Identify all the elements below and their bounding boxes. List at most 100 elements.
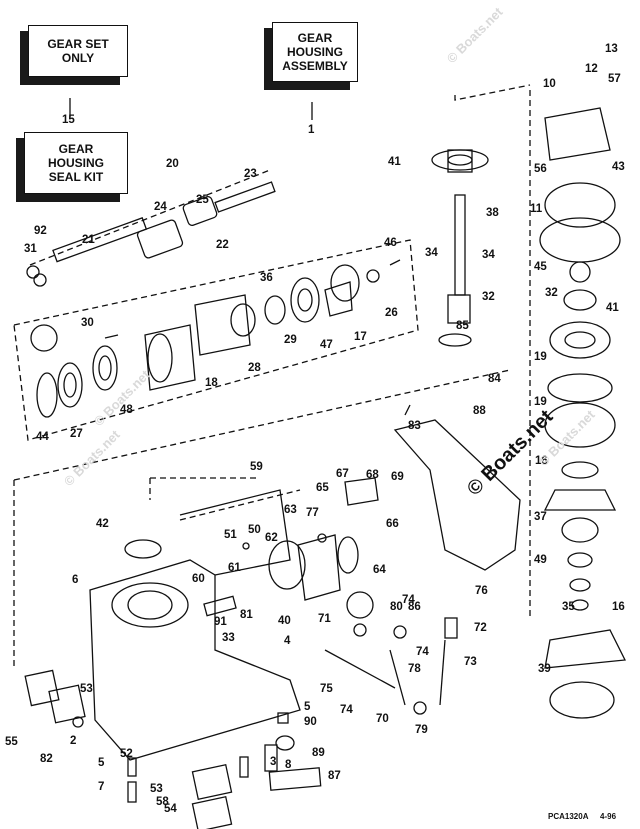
part-callout-65: 65 xyxy=(316,482,329,494)
part-callout-35: 35 xyxy=(562,601,575,613)
part-callout-92: 92 xyxy=(34,225,47,237)
part-callout-30: 30 xyxy=(81,317,94,329)
part-callout-16: 16 xyxy=(535,455,548,467)
part-callout-74: 74 xyxy=(402,594,415,606)
part-callout-86: 86 xyxy=(408,601,421,613)
part-callout-67: 67 xyxy=(336,468,349,480)
part-callout-42: 42 xyxy=(96,518,109,530)
part-callout-8: 8 xyxy=(285,759,292,771)
part-callout-51: 51 xyxy=(224,529,237,541)
part-callout-76: 76 xyxy=(475,585,488,597)
part-callout-59: 59 xyxy=(250,461,263,473)
part-callout-70: 70 xyxy=(376,713,389,725)
part-callout-80: 80 xyxy=(390,601,403,613)
kit-box-gear-set: GEAR SET ONLY xyxy=(20,25,128,85)
part-callout-44: 44 xyxy=(36,431,49,443)
part-callout-10: 10 xyxy=(543,78,556,90)
part-callout-46: 46 xyxy=(384,237,397,249)
part-callout-29: 29 xyxy=(284,334,297,346)
part-callout-48: 48 xyxy=(120,404,133,416)
kit-label-gear-set: GEAR SET ONLY xyxy=(28,25,128,77)
part-callout-66: 66 xyxy=(386,518,399,530)
part-callout-18: 18 xyxy=(205,377,218,389)
part-callout-74: 74 xyxy=(340,704,353,716)
part-callout-13: 13 xyxy=(605,43,618,55)
part-callout-40: 40 xyxy=(278,615,291,627)
part-callout-21: 21 xyxy=(82,234,95,246)
part-callout-69: 69 xyxy=(391,471,404,483)
part-callout-19: 19 xyxy=(534,351,547,363)
kit-label-gear-housing-assembly: GEAR HOUSING ASSEMBLY xyxy=(272,22,358,82)
part-callout-5: 5 xyxy=(304,701,311,713)
part-callout-24: 24 xyxy=(154,201,167,213)
part-callout-56: 56 xyxy=(534,163,547,175)
kit-box-gear-housing-assembly: GEAR HOUSING ASSEMBLY xyxy=(264,22,358,90)
watermark-top: © Boats.net xyxy=(444,4,506,66)
part-callout-47: 47 xyxy=(320,339,333,351)
part-callout-83: 83 xyxy=(408,420,421,432)
part-callout-52: 52 xyxy=(120,748,133,760)
part-callout-85: 85 xyxy=(456,320,469,332)
part-callout-23: 23 xyxy=(244,168,257,180)
part-callout-12: 12 xyxy=(585,63,598,75)
part-callout-32: 32 xyxy=(545,287,558,299)
part-callout-6: 6 xyxy=(72,574,78,586)
part-callout-53: 53 xyxy=(150,783,163,795)
part-callout-64: 64 xyxy=(373,564,386,576)
part-callout-75: 75 xyxy=(320,683,333,695)
part-callout-55: 55 xyxy=(5,736,18,748)
part-callout-28: 28 xyxy=(248,362,261,374)
part-callout-77: 77 xyxy=(306,507,319,519)
kit-box-seal-kit: GEAR HOUSING SEAL KIT xyxy=(16,132,128,202)
part-callout-38: 38 xyxy=(486,207,499,219)
part-callout-84: 84 xyxy=(488,373,501,385)
part-callout-88: 88 xyxy=(473,405,486,417)
part-callout-7: 7 xyxy=(98,781,104,793)
part-callout-20: 20 xyxy=(166,158,179,170)
part-callout-22: 22 xyxy=(216,239,229,251)
part-callout-32: 32 xyxy=(482,291,495,303)
part-callout-45: 45 xyxy=(534,261,547,273)
part-callout-91: 91 xyxy=(214,616,227,628)
part-callout-81: 81 xyxy=(240,609,253,621)
part-callout-63: 63 xyxy=(284,504,297,516)
part-callout-33: 33 xyxy=(222,632,235,644)
part-callout-57: 57 xyxy=(608,73,621,85)
part-callout-37: 37 xyxy=(534,511,547,523)
part-callout-43: 43 xyxy=(612,161,625,173)
part-callout-16: 16 xyxy=(612,601,625,613)
part-callout-62: 62 xyxy=(265,532,278,544)
part-callout-41: 41 xyxy=(388,156,401,168)
part-callout-53: 53 xyxy=(80,683,93,695)
part-callout-49: 49 xyxy=(534,554,547,566)
part-callout-36: 36 xyxy=(260,272,273,284)
part-callout-58: 58 xyxy=(156,796,169,808)
diagram-date: 4-96 xyxy=(600,812,617,821)
part-callout-54: 54 xyxy=(164,803,177,815)
part-callout-61: 61 xyxy=(228,562,241,574)
part-callout-11: 11 xyxy=(530,203,543,215)
part-callout-87: 87 xyxy=(328,770,341,782)
part-callout-34: 34 xyxy=(482,249,495,261)
part-callout-72: 72 xyxy=(474,622,487,634)
part-callout-73: 73 xyxy=(464,656,477,668)
part-callout-60: 60 xyxy=(192,573,205,585)
part-callout-82: 82 xyxy=(40,753,53,765)
part-callout-27: 27 xyxy=(70,428,83,440)
part-callout-19: 19 xyxy=(534,396,547,408)
part-callout-50: 50 xyxy=(248,524,261,536)
part-callout-34: 34 xyxy=(425,247,438,259)
part-callout-89: 89 xyxy=(312,747,325,759)
part-callout-39: 39 xyxy=(538,663,551,675)
part-callout-26: 26 xyxy=(385,307,398,319)
part-callout-17: 17 xyxy=(354,331,367,343)
part-callout-79: 79 xyxy=(415,724,428,736)
diagram-code: PCA1320A xyxy=(548,812,589,821)
part-callout-90: 90 xyxy=(304,716,317,728)
part-callout-68: 68 xyxy=(366,469,379,481)
part-callout-41: 41 xyxy=(606,302,619,314)
part-callout-15: 15 xyxy=(62,114,75,126)
part-callout-2: 2 xyxy=(70,735,76,747)
part-callout-71: 71 xyxy=(318,613,331,625)
